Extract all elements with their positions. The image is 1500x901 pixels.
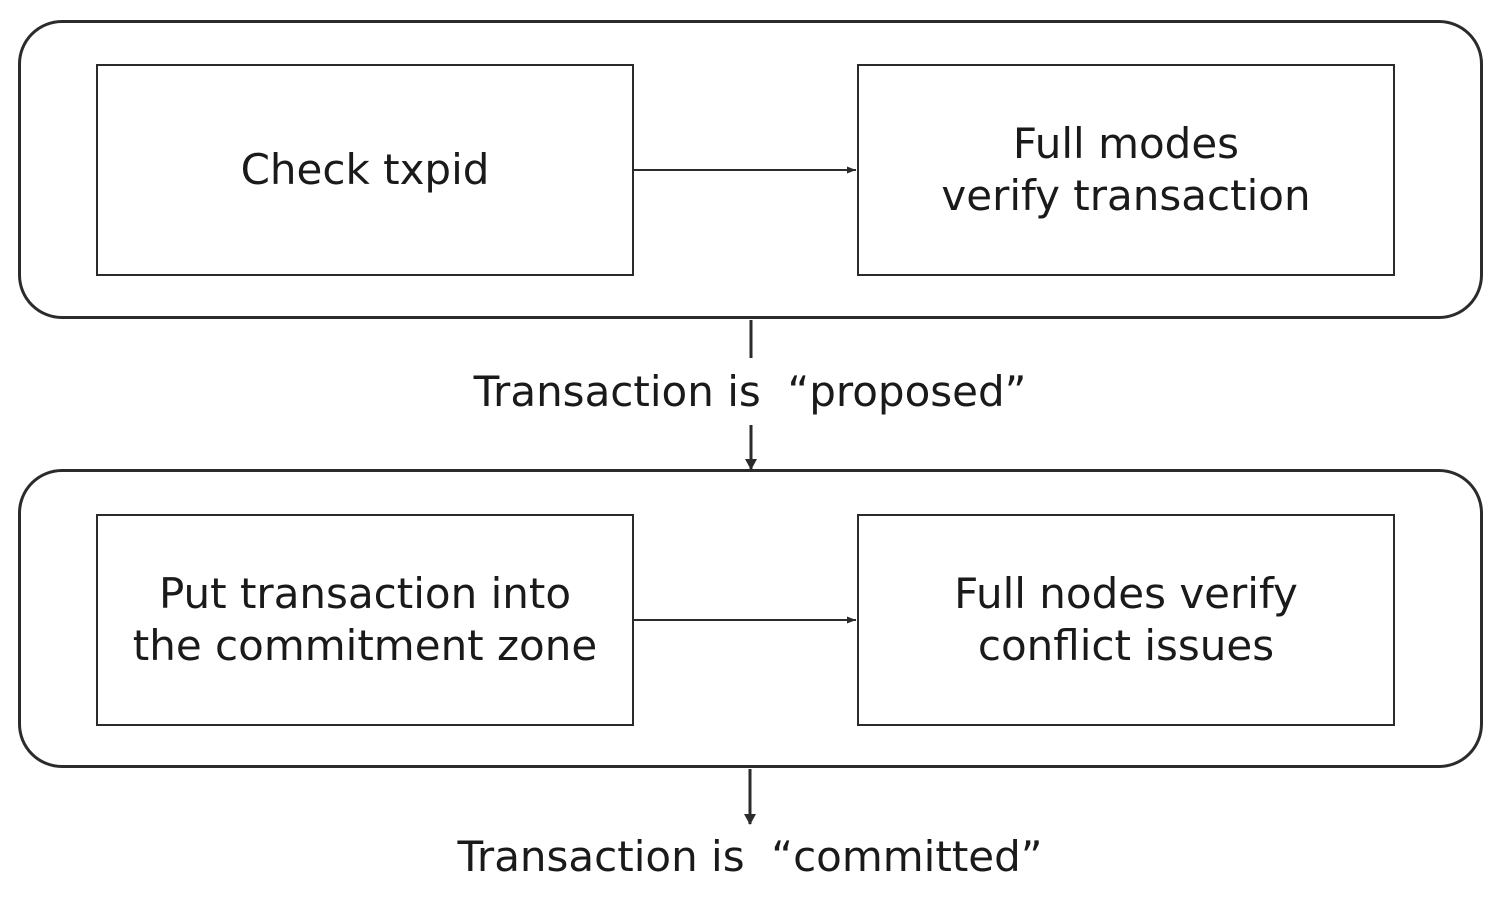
committed-state-label: Transaction is “committed” <box>457 832 1043 881</box>
proposal-stage-container <box>18 20 1483 319</box>
verify-transaction-box: Full modes verify transaction <box>857 64 1395 276</box>
commitment-stage-container <box>18 469 1483 768</box>
verify-conflict-box: Full nodes verify conflict issues <box>857 514 1395 726</box>
commitment-zone-box: Put transaction into the commitment zone <box>96 514 634 726</box>
proposed-state-label: Transaction is “proposed” <box>473 367 1027 416</box>
check-txpid-box: Check txpid <box>96 64 634 276</box>
